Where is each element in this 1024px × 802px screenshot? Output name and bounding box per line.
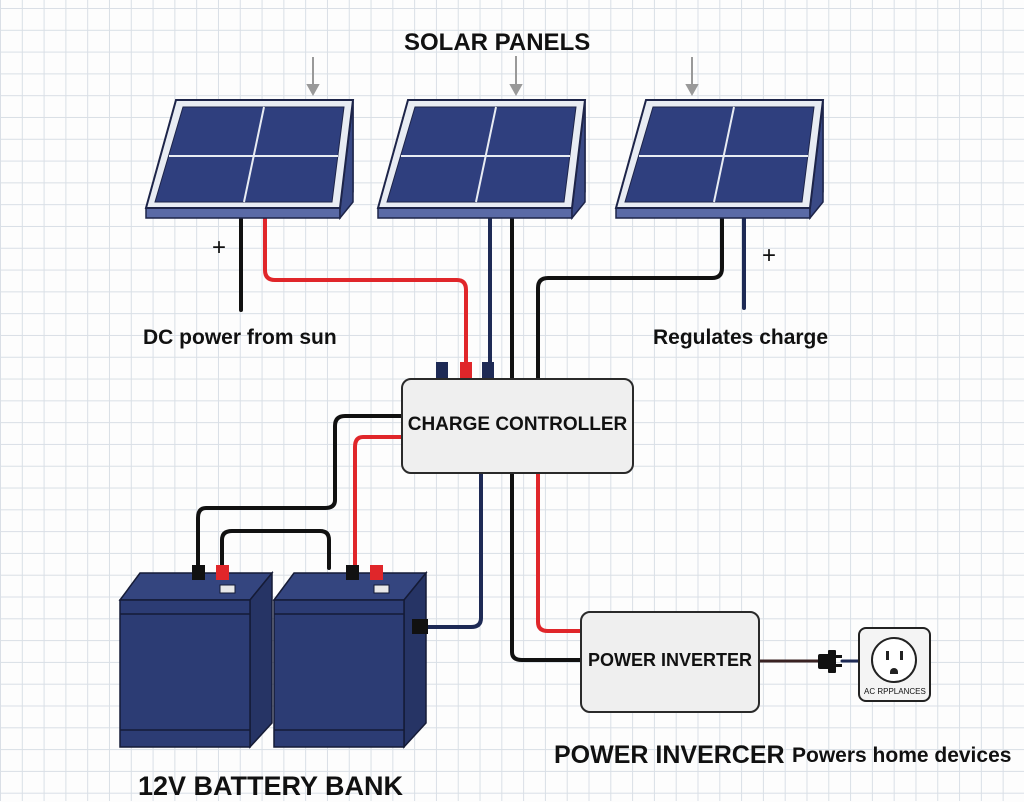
positive-terminal bbox=[370, 565, 383, 580]
dc-power-label: DC power from sun bbox=[143, 326, 337, 349]
power-inverter-label: POWER INVERTER bbox=[587, 649, 752, 670]
sunlight-arrow-2-icon bbox=[509, 56, 523, 97]
positive-terminal bbox=[216, 565, 229, 580]
wire-controller-battery-blue bbox=[426, 472, 483, 629]
plus-sign-left: + bbox=[212, 234, 227, 261]
solar-panel-1 bbox=[144, 99, 355, 221]
ac-outlet-icon bbox=[858, 627, 931, 702]
wire-controller-battery-negative bbox=[196, 414, 405, 570]
wire-panel1-positive bbox=[263, 213, 468, 370]
negative-terminal bbox=[192, 565, 205, 580]
regulates-charge-label: Regulates charge bbox=[653, 326, 829, 349]
ac-plug-icon bbox=[818, 650, 842, 673]
wire-controller-battery-positive bbox=[353, 435, 405, 570]
sunlight-arrow-1-icon bbox=[306, 57, 320, 97]
outlet-label: AC RPPLANCES bbox=[864, 687, 926, 696]
controller-terminals bbox=[436, 362, 494, 380]
plus-sign-right: + bbox=[762, 242, 777, 269]
inverter-caption-label: POWER INVERCER bbox=[554, 741, 785, 769]
solar-panel-3 bbox=[614, 99, 825, 221]
battery-1 bbox=[118, 565, 274, 749]
diagram-title: SOLAR PANELS bbox=[404, 29, 591, 56]
sunlight-arrows bbox=[306, 56, 699, 97]
wire-controller-inverter-negative bbox=[510, 472, 584, 662]
battery-2 bbox=[272, 565, 428, 749]
solar-panel-2 bbox=[376, 99, 587, 221]
battery-bank-label: 12V BATTERY BANK bbox=[138, 771, 404, 801]
power-inverter: POWER INVERTER bbox=[580, 611, 760, 713]
sunlight-arrow-3-icon bbox=[685, 57, 699, 97]
wire-controller-inverter-positive bbox=[536, 472, 584, 633]
charge-controller-label: CHARGE CONTROLLER bbox=[407, 413, 628, 435]
wire-battery-jumper bbox=[220, 529, 331, 570]
battery-side-connector bbox=[412, 619, 428, 634]
charge-controller: CHARGE CONTROLLER bbox=[401, 378, 634, 474]
wire-panel3-negative bbox=[536, 213, 724, 382]
negative-terminal bbox=[346, 565, 359, 580]
powers-home-label: Powers home devices bbox=[792, 744, 1012, 767]
